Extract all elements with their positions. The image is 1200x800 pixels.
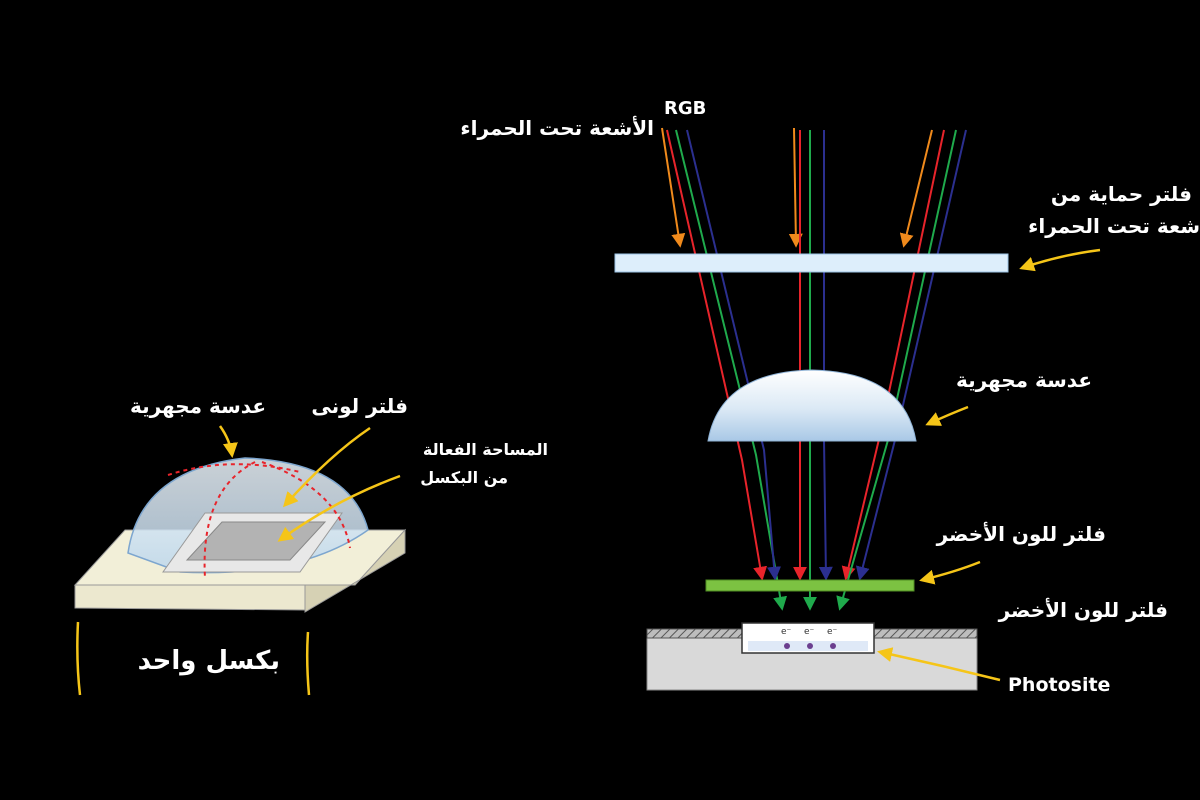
blue-ray-right xyxy=(855,129,967,581)
pixel-base-front xyxy=(74,584,306,611)
electron-label-1: e⁻ xyxy=(781,627,792,637)
active-area-label-line2: من البكسل xyxy=(420,468,508,487)
single-pixel-label: بكسل واحد xyxy=(137,646,280,676)
red-ray-left xyxy=(666,129,768,581)
ir-filter-plate xyxy=(614,253,1009,273)
dome-dashed-curve-right xyxy=(261,461,351,549)
blue-ray-left xyxy=(686,129,782,581)
microlens-right-label: عدسة مجهرية xyxy=(955,368,1092,392)
substrate-hatch-right xyxy=(872,628,978,639)
electron-label-3: e⁻ xyxy=(827,627,838,637)
microlens-right xyxy=(707,369,917,442)
substrate-hatch-left xyxy=(646,628,744,639)
electron-label-2: e⁻ xyxy=(804,627,815,637)
pixel-base-side xyxy=(304,528,406,613)
electron-dot-1 xyxy=(784,643,790,649)
green-filter-label-1: فلتر للون الأخضر xyxy=(936,522,1106,546)
infrared-label: الأشعة تحت الحمراء xyxy=(460,116,654,140)
pixel-bracket-left xyxy=(76,621,82,696)
ir-filter-label-line2: شعة تحت الحمراء xyxy=(1028,214,1200,238)
photosite-annotation-arrow xyxy=(877,647,1001,682)
rgb-label: RGB xyxy=(664,98,707,119)
microlens-annotation-arrow xyxy=(925,405,969,426)
ir-ray-right xyxy=(899,129,933,248)
red-ray-right xyxy=(841,129,945,581)
green-filter-label-2: فلتر للون الأخضر xyxy=(998,598,1168,622)
ir-filter-annotation-arrow xyxy=(1019,248,1101,272)
pixel-bracket-right xyxy=(305,631,311,696)
microlens-left-annotation-arrow xyxy=(218,425,238,458)
green-ray-left xyxy=(675,129,788,611)
green-filter-bar xyxy=(705,579,915,592)
electron-dot-3 xyxy=(830,643,836,649)
microlens-left-label: عدسة مجهرية xyxy=(129,394,266,418)
active-area-label-line1: المساحة الفعالة xyxy=(422,440,548,459)
ir-ray-center xyxy=(788,127,803,248)
photosite-label: Photosite xyxy=(1008,674,1111,696)
electron-dot-2 xyxy=(807,643,813,649)
color-filter-label: فلتر لونى xyxy=(311,394,408,418)
dome-dashed-curve-top xyxy=(167,463,301,476)
active-area-annotation-arrow xyxy=(277,474,401,542)
ir-filter-label-line1: فلتر حماية من xyxy=(1050,182,1192,206)
ir-ray-left xyxy=(661,127,686,248)
dome-dashed-curve-left xyxy=(203,461,256,579)
color-filter-annotation-arrow xyxy=(282,426,371,508)
blue-ray-center xyxy=(818,130,833,581)
green-filter-annotation-arrow xyxy=(919,560,981,585)
